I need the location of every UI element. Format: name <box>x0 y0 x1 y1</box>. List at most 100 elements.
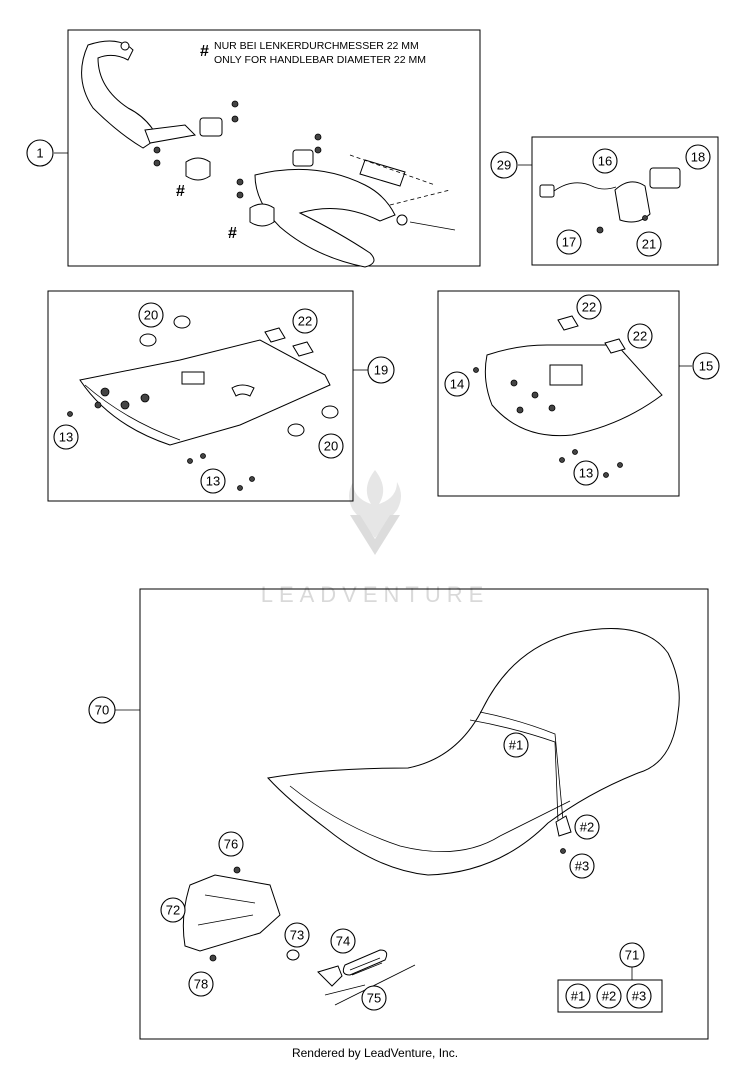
svg-text:#2: #2 <box>602 989 616 1004</box>
svg-text:29: 29 <box>497 158 511 173</box>
callout-20-lower[interactable]: 20 <box>318 433 344 459</box>
note-line-german: NUR BEI LENKERDURCHMESSER 22 MM <box>214 40 419 52</box>
screws-skid <box>67 411 255 491</box>
watermark: LEADVENTURE <box>261 470 490 607</box>
svg-text:#1: #1 <box>509 738 523 753</box>
callout-17[interactable]: 17 <box>556 229 582 255</box>
svg-text:1: 1 <box>36 146 43 161</box>
callout-29[interactable]: 29 <box>490 151 518 179</box>
watermark-text: LEADVENTURE <box>261 582 490 607</box>
svg-text:#2: #2 <box>580 820 594 835</box>
svg-text:75: 75 <box>367 991 381 1006</box>
handguard-frame <box>67 29 481 267</box>
svg-text:76: 76 <box>224 837 238 852</box>
handlebar-note: # NUR BEI LENKERDURCHMESSER 22 MM ONLY F… <box>200 40 426 66</box>
svg-text:13: 13 <box>579 466 593 481</box>
svg-text:70: 70 <box>95 703 109 718</box>
seat[interactable] <box>267 628 680 876</box>
kit-71-box <box>557 979 663 1013</box>
callout-13-guard[interactable]: 13 <box>573 460 599 486</box>
clamp-spacer-lower[interactable] <box>249 203 275 227</box>
svg-text:14: 14 <box>450 377 464 392</box>
callout-72[interactable]: 72 <box>160 897 186 923</box>
callout-74[interactable]: 74 <box>330 928 356 954</box>
switch-frame <box>531 136 719 266</box>
note-hash: # <box>200 43 209 60</box>
seat-lock-latch[interactable] <box>317 949 388 996</box>
callout-19[interactable]: 19 <box>367 356 395 384</box>
footer-credit: Rendered by LeadVenture, Inc. <box>292 1046 458 1060</box>
hash-mark-lower: # <box>228 225 237 242</box>
svg-text:#3: #3 <box>575 859 589 874</box>
skid-plate[interactable] <box>79 339 331 446</box>
svg-text:20: 20 <box>144 308 158 323</box>
svg-text:22: 22 <box>298 314 312 329</box>
rubber-plug-lower[interactable] <box>287 405 339 437</box>
engine-guard-frame <box>437 290 680 497</box>
hash-mark-upper: # <box>176 183 185 200</box>
engine-guard[interactable] <box>484 344 663 437</box>
callout-13-left[interactable]: 13 <box>53 424 79 450</box>
handguard-left[interactable] <box>81 40 223 149</box>
svg-text:13: 13 <box>59 430 73 445</box>
kit-hash-3[interactable]: #3 <box>626 983 652 1009</box>
callout-15[interactable]: 15 <box>692 352 720 380</box>
callout-18[interactable]: 18 <box>685 144 711 170</box>
svg-text:21: 21 <box>642 237 656 252</box>
callout-75[interactable]: 75 <box>361 985 387 1011</box>
svg-text:18: 18 <box>691 150 705 165</box>
handguard-right[interactable] <box>254 149 456 268</box>
bolt-set-left <box>153 100 239 167</box>
flame-logo-icon <box>349 470 401 538</box>
svg-text:71: 71 <box>625 948 639 963</box>
clamp-blocks-upper[interactable] <box>264 327 314 357</box>
svg-text:17: 17 <box>562 235 576 250</box>
callout-16[interactable]: 16 <box>592 148 618 174</box>
screws-guard <box>473 367 623 478</box>
seat-bracket-small[interactable] <box>555 815 572 854</box>
callout-22-upper[interactable]: 22 <box>292 308 318 334</box>
callout-70[interactable]: 70 <box>88 696 116 724</box>
svg-text:#3: #3 <box>632 989 646 1004</box>
svg-text:13: 13 <box>206 474 220 489</box>
v-logo-icon <box>350 515 400 555</box>
svg-text:#1: #1 <box>571 989 585 1004</box>
callout-73[interactable]: 73 <box>284 922 310 948</box>
svg-text:15: 15 <box>699 359 713 374</box>
callout-hash-1[interactable]: #1 <box>503 732 529 758</box>
callout-13-bottom[interactable]: 13 <box>200 468 226 494</box>
callout-21[interactable]: 21 <box>636 231 662 257</box>
svg-text:74: 74 <box>336 934 350 949</box>
callout-20-upper[interactable]: 20 <box>138 302 164 328</box>
bushing[interactable] <box>286 949 300 961</box>
clamp-blocks-guard[interactable] <box>557 315 626 354</box>
callout-1[interactable]: 1 <box>26 139 54 167</box>
callout-76[interactable]: 76 <box>218 831 244 857</box>
callout-22-guard-top[interactable]: 22 <box>576 294 602 320</box>
svg-text:22: 22 <box>582 300 596 315</box>
svg-text:19: 19 <box>374 363 388 378</box>
rubber-plug-upper[interactable] <box>139 315 191 347</box>
svg-text:16: 16 <box>598 154 612 169</box>
bolt-set-right <box>236 133 322 199</box>
svg-text:72: 72 <box>166 903 180 918</box>
svg-text:20: 20 <box>324 439 338 454</box>
callout-22-guard-right[interactable]: 22 <box>627 323 653 349</box>
clamp-spacer-upper[interactable] <box>185 157 211 181</box>
kit-hash-2[interactable]: #2 <box>596 983 622 1009</box>
callout-71[interactable]: 71 <box>619 942 645 968</box>
callout-78[interactable]: 78 <box>188 971 214 997</box>
bracket-group-line <box>334 964 416 1006</box>
svg-text:78: 78 <box>194 977 208 992</box>
kit-hash-1[interactable]: #1 <box>565 983 591 1009</box>
callout-hash-2[interactable]: #2 <box>574 814 600 840</box>
skid-plate-frame <box>47 290 354 502</box>
svg-text:73: 73 <box>290 928 304 943</box>
mount-bracket[interactable] <box>182 866 281 962</box>
svg-text:22: 22 <box>633 329 647 344</box>
seat-frame <box>139 588 709 1040</box>
callout-14[interactable]: 14 <box>444 371 470 397</box>
switch-assembly[interactable] <box>539 167 681 234</box>
callout-hash-3[interactable]: #3 <box>569 853 595 879</box>
